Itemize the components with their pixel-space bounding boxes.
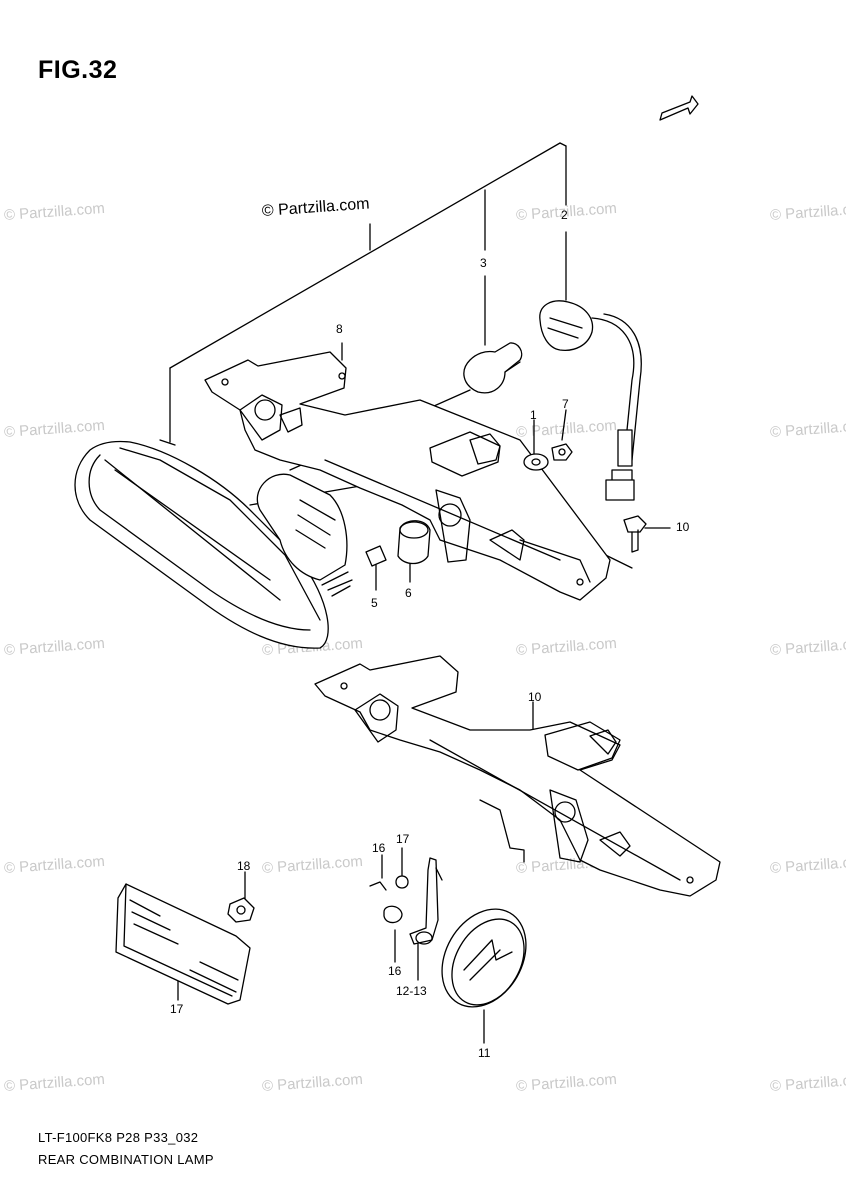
callout-14: 16 (372, 841, 386, 855)
callout-7: 7 (562, 397, 569, 411)
callout-9: 10 (528, 690, 542, 704)
callout-2: 2 (561, 208, 568, 222)
socket-with-wire (539, 300, 642, 501)
callout-8: 8 (336, 322, 343, 336)
bulb (463, 342, 523, 394)
fwd-arrow-icon (659, 95, 699, 121)
bolt (623, 515, 647, 553)
callout-6: 6 (405, 586, 412, 600)
callout-15: 17 (396, 832, 410, 846)
callout-12-13: 12-13 (396, 984, 427, 998)
license-lamp-stay (369, 857, 443, 945)
footer-code: LT-F100FK8 P28 P33_032 (38, 1130, 199, 1145)
washer-and-nut (523, 443, 573, 471)
callout-18: 18 (237, 859, 251, 873)
rear-combination-lamp (74, 439, 353, 649)
license-lamp (441, 908, 527, 1008)
upper-bracket (204, 351, 611, 601)
callout-3: 3 (480, 256, 487, 270)
lower-bracket (314, 655, 721, 897)
reflector-nut (227, 897, 255, 923)
footer-name: REAR COMBINATION LAMP (38, 1152, 214, 1167)
collar-and-grommet (365, 520, 431, 567)
callout-11: 11 (478, 1046, 491, 1060)
callout-17: 17 (170, 1002, 184, 1016)
reflector (115, 883, 251, 1005)
callout-1: 1 (530, 408, 537, 422)
callout-10: 10 (676, 520, 690, 534)
callout-16: 16 (388, 964, 402, 978)
figure-title: FIG.32 (38, 56, 118, 84)
callout-5: 5 (371, 596, 378, 610)
